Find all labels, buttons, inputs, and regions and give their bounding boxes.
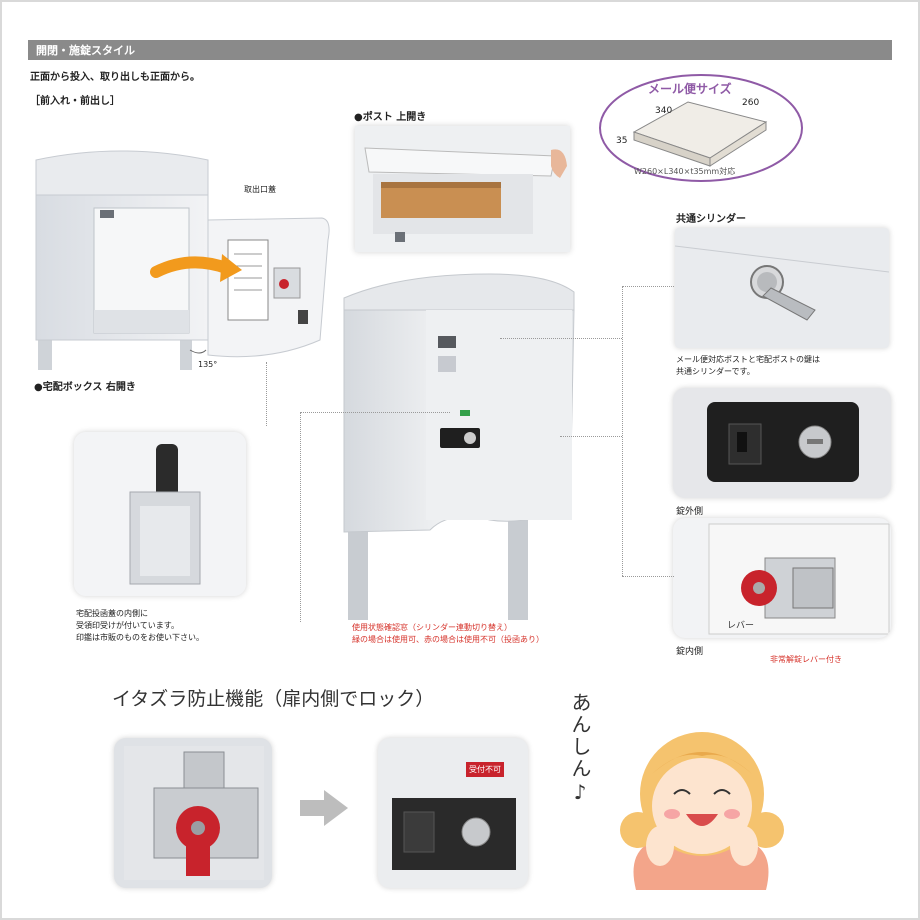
- anshin-text: あんしん♪: [568, 692, 592, 806]
- mail-dim-35: 35: [616, 136, 628, 146]
- indicator-note2: 緑の場合は使用可、赤の場合は使用不可（投函あり）: [352, 635, 544, 644]
- connector-line: [622, 286, 674, 287]
- cylinder-note1: メール便対応ポストと宅配ポストの鍵は: [676, 355, 820, 364]
- lock-inside-label: 錠内側: [676, 647, 704, 657]
- mail-dim-260: 260: [742, 98, 760, 108]
- mail-size-note: W260×L340×t35mm対応: [634, 167, 736, 176]
- cylinder-note2: 共通シリンダーです。: [676, 367, 755, 376]
- post-top-photo: [355, 126, 570, 252]
- connector-line: [622, 576, 674, 577]
- indicator-note1: 使用状態確認窓（シリンダー連動切り替え）: [352, 623, 512, 632]
- prank-title: イタズラ防止機能（扉内側でロック）: [112, 688, 435, 710]
- post-top-label: ●ポスト 上開き: [354, 112, 427, 123]
- connector-line: [300, 412, 450, 413]
- connector-line: [622, 286, 623, 576]
- cylinder-photo: [675, 228, 889, 348]
- takeout-door-label: 取出口蓋: [244, 185, 276, 194]
- lock-outside-photo: [673, 388, 891, 498]
- connector-line: [560, 436, 622, 437]
- mail-size-title: メール便サイズ: [648, 82, 732, 96]
- lock-inside-photo: レバー: [673, 518, 891, 638]
- connector-line: [300, 412, 301, 622]
- emergency-lever-label: 非常解錠レバー付き: [770, 655, 842, 664]
- main-product-photo: [340, 270, 580, 620]
- unavailable-badge: 受付不可: [466, 762, 504, 777]
- girl-illustration: [616, 690, 786, 906]
- stamp-note2: 受領印受けが付いています。: [76, 621, 179, 630]
- stamp-note1: 宅配投函蓋の内側に: [76, 609, 148, 618]
- connector-line: [266, 362, 267, 426]
- arrow-right-icon: [300, 788, 348, 832]
- section-title: 開閉・施錠スタイル: [36, 44, 135, 57]
- inside-lock-photo: [114, 738, 272, 888]
- lever-text: レバー: [727, 621, 755, 631]
- mail-size-diagram: [598, 72, 804, 184]
- mail-dim-340: 340: [655, 106, 673, 116]
- section-header: 開閉・施錠スタイル: [28, 40, 892, 60]
- intro-line2: ［前入れ・前出し］: [30, 96, 120, 107]
- delivery-box-label: ●宅配ボックス 右開き: [34, 382, 136, 393]
- lock-outside-label: 錠外側: [676, 507, 704, 517]
- outside-lock-photo: 受付不可: [378, 738, 528, 888]
- delivery-box-photo: [30, 150, 330, 370]
- stamp-holder-photo: [74, 432, 246, 596]
- angle-label: 135°: [198, 360, 218, 369]
- stamp-note3: 印鑑は市販のものをお使い下さい。: [76, 633, 204, 642]
- cylinder-title: 共通シリンダー: [676, 214, 746, 225]
- intro-line1: 正面から投入、取り出しも正面から。: [30, 72, 200, 83]
- connector-line: [500, 338, 622, 339]
